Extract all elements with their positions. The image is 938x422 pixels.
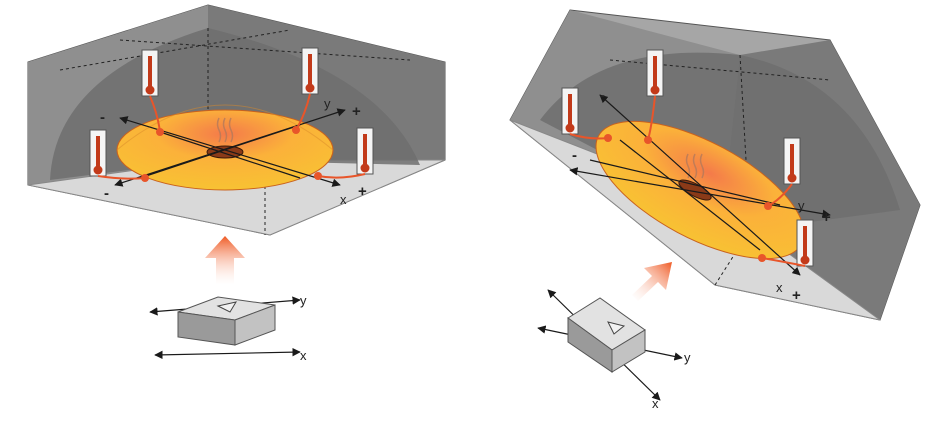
right-y-axis-label: y	[798, 198, 805, 213]
right-sensor-block: y x	[537, 289, 691, 411]
thermometer-icon	[796, 219, 814, 267]
left-x-axis-label: x	[340, 192, 347, 207]
right-minus-top-label: -	[600, 87, 605, 104]
right-x-axis-label: x	[776, 280, 783, 295]
left-plus-y-label: +	[352, 103, 361, 120]
left-sensor-x-label: x	[300, 348, 307, 363]
left-plus-x-label: +	[358, 183, 367, 200]
up-arrow-icon	[205, 236, 245, 285]
right-plus-x-label: +	[792, 287, 801, 304]
right-sensor-x-label: x	[652, 396, 659, 411]
thermometer-icon	[356, 127, 374, 175]
thermometer-icon	[89, 129, 107, 177]
left-y-axis-label: y	[324, 96, 331, 111]
diagonal-arrow-icon	[632, 262, 672, 301]
left-sensor-block: y x	[149, 293, 307, 363]
thermometer-icon	[783, 137, 801, 185]
left-heater-icon	[206, 145, 244, 159]
thermometer-icon	[646, 49, 664, 97]
thermometer-icon	[141, 49, 159, 97]
right-sensor-y-label: y	[684, 350, 691, 365]
right-chamber: - - y + x +	[509, 9, 921, 321]
thermometer-icon	[301, 47, 319, 95]
left-minus-top-label: -	[100, 109, 105, 126]
right-minus-bottom-label: -	[572, 147, 577, 164]
left-minus-bottom-label: -	[104, 185, 109, 202]
thermometer-icon	[561, 87, 579, 135]
left-sensor-y-label: y	[300, 293, 307, 308]
right-plus-y-label: +	[822, 209, 831, 226]
left-chamber: - - y + x +	[27, 4, 446, 236]
